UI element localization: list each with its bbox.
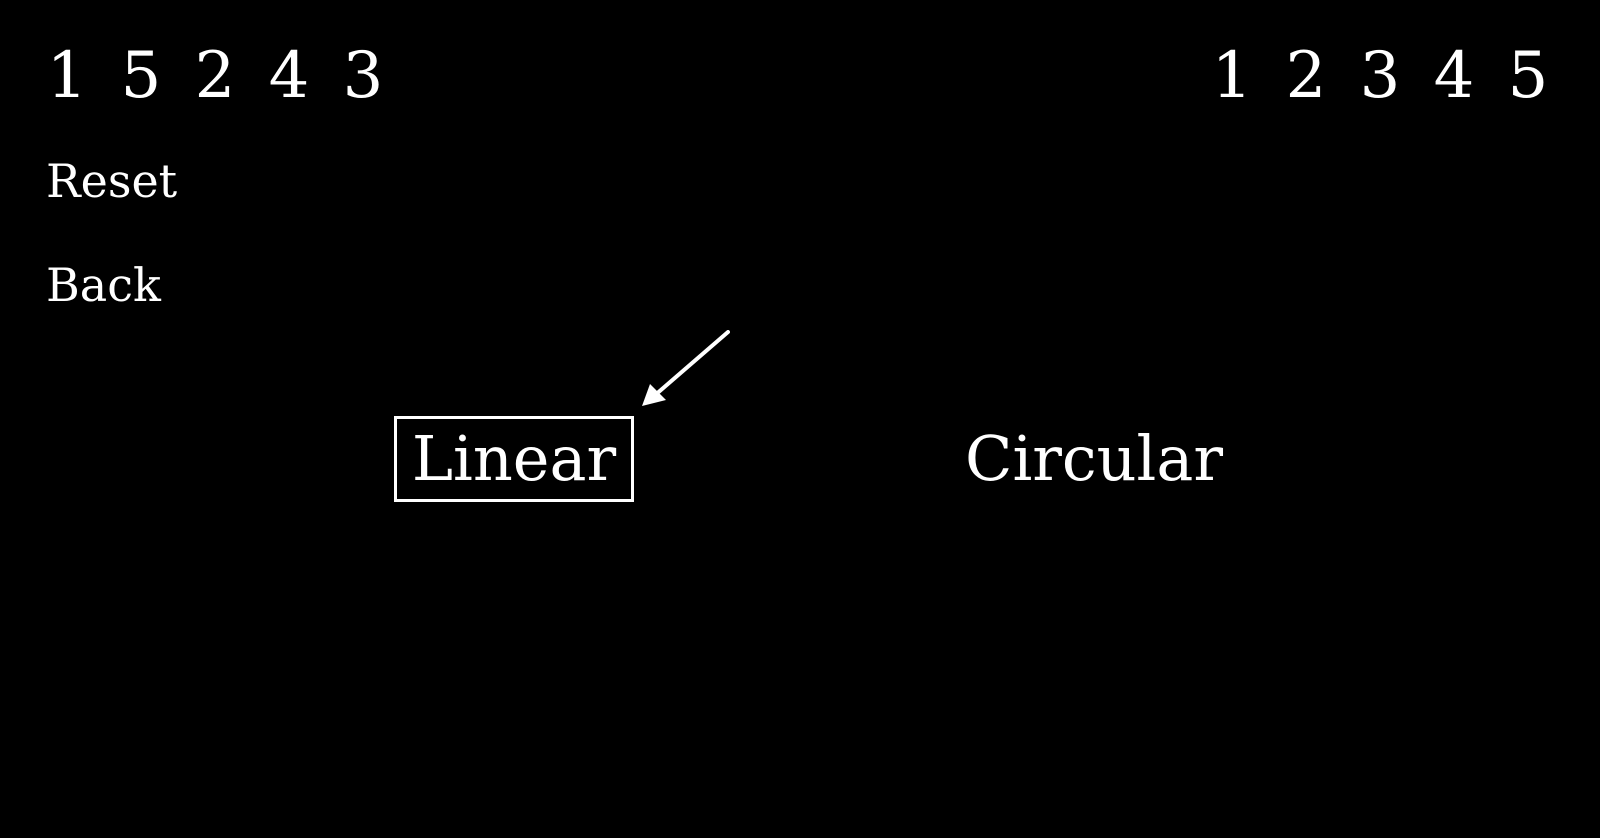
linear-mode-button[interactable]: Linear: [394, 416, 634, 502]
sequence-item: 1: [1211, 39, 1253, 113]
sequence-item: 4: [268, 39, 310, 113]
sequence-item: 3: [1359, 39, 1401, 113]
sequence-item: 3: [342, 39, 384, 113]
sequence-item: 2: [194, 39, 236, 113]
sequence-item: 1: [46, 39, 88, 113]
reset-button[interactable]: Reset: [46, 154, 178, 208]
arrow-pointer-icon: [642, 330, 730, 406]
target-sequence: 1 2 3 4 5: [1195, 44, 1565, 108]
circular-mode-button[interactable]: Circular: [965, 428, 1223, 490]
sequence-item: 2: [1285, 39, 1327, 113]
current-sequence: 1 5 2 4 3: [30, 44, 400, 108]
sequence-item: 4: [1433, 39, 1475, 113]
linear-mode-label: Linear: [411, 422, 617, 495]
back-button[interactable]: Back: [46, 258, 161, 312]
sequence-item: 5: [1507, 39, 1549, 113]
circular-mode-label: Circular: [965, 422, 1223, 495]
sequence-item: 5: [120, 39, 162, 113]
